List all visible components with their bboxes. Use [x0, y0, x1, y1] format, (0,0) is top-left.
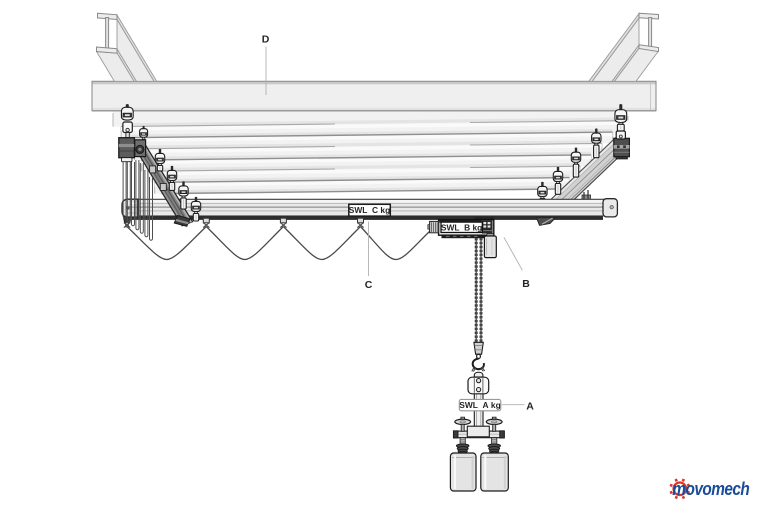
svg-text:movomech: movomech — [672, 479, 749, 499]
svg-text:B: B — [522, 278, 530, 290]
svg-text:SWL C kg: SWL C kg — [349, 205, 390, 215]
svg-text:A: A — [526, 400, 534, 412]
svg-text:SWL A kg: SWL A kg — [459, 400, 500, 410]
svg-text:SWL B kg: SWL B kg — [441, 222, 482, 232]
svg-text:D: D — [262, 34, 270, 46]
svg-text:C: C — [365, 279, 373, 291]
